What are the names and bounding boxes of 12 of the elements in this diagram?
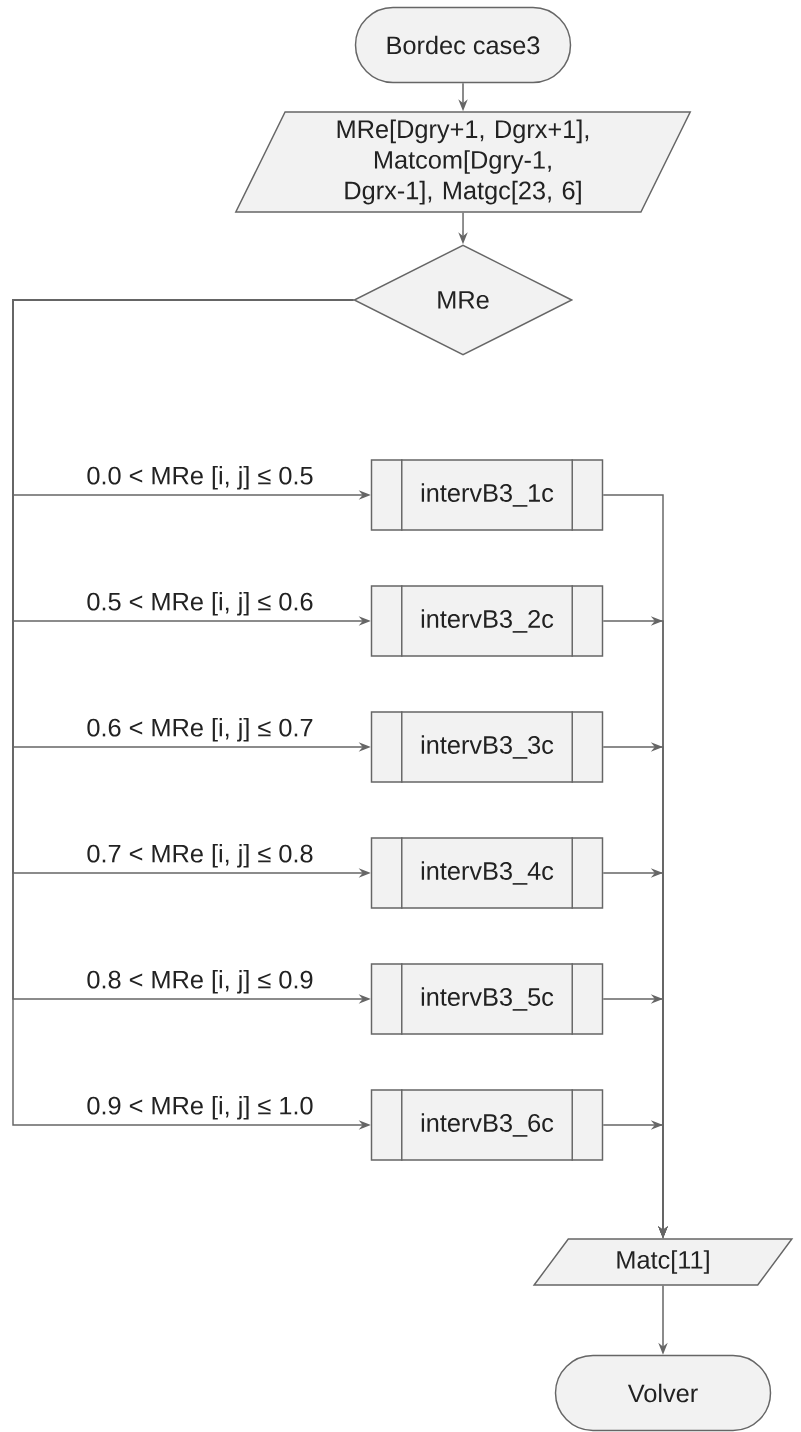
edge-label: 0.0 < MRe [i, j] ≤ 0.5 — [85, 464, 315, 491]
subprocess-box: intervB3_1c — [370, 458, 604, 532]
subprocess-box: intervB3_5c — [370, 962, 604, 1036]
edge-label: 0.8 < MRe [i, j] ≤ 0.9 — [85, 968, 315, 995]
subprocess-box: intervB3_3c — [370, 710, 604, 784]
subprocess-box: intervB3_2c — [370, 584, 604, 658]
subprocess-box: intervB3_6c — [370, 1088, 604, 1162]
edge-label: 0.5 < MRe [i, j] ≤ 0.6 — [85, 590, 315, 617]
edge-label: 0.9 < MRe [i, j] ≤ 1.0 — [85, 1094, 315, 1121]
edge-label: 0.6 < MRe [i, j] ≤ 0.7 — [85, 716, 315, 743]
edge-label: 0.7 < MRe [i, j] ≤ 0.8 — [85, 842, 315, 869]
subprocess-box: intervB3_4c — [370, 836, 604, 910]
